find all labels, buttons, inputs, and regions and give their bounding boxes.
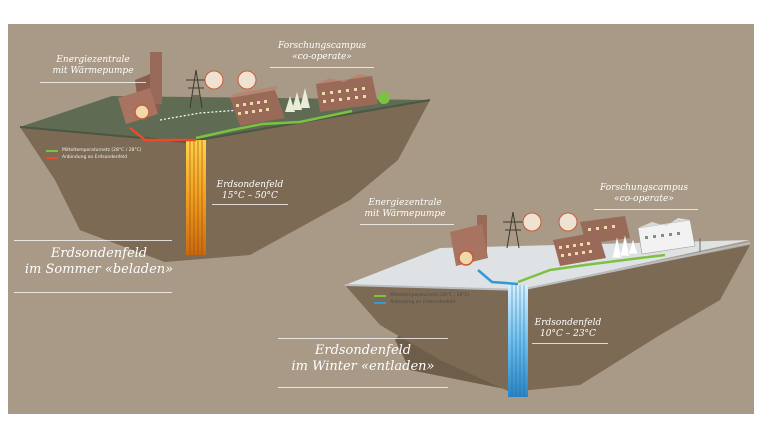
summer-lab-icon (237, 70, 257, 90)
winter-building-2-windows (645, 232, 680, 239)
winter-legend-item-probe: Anbindung an Erdsondenfeld (374, 299, 470, 306)
summer-pipe-network (195, 109, 353, 140)
winter-title-rule-bottom (278, 387, 448, 388)
summer-campus-line1: Forschungscampus (277, 41, 367, 51)
summer-probe-field (186, 140, 206, 255)
winter-power-pylon (503, 211, 523, 249)
summer-legend-item-probe: Anbindung an Erdsondenfeld (46, 154, 142, 161)
winter-legend-label-network: Mitteltemperaturnetz (28°C / 28°C) (390, 293, 470, 298)
winter-field-rule (532, 343, 608, 344)
winter-trees (611, 235, 701, 259)
winter-energy-icon (522, 212, 542, 232)
summer-energy-line2: mit Wärmepumpe (52, 66, 134, 77)
summer-energy-rule (40, 82, 146, 83)
summer-trees (285, 88, 390, 112)
winter-probe-lines (511, 285, 525, 397)
summer-field-name: Erdsondenfeld (216, 180, 284, 190)
winter-field-name: Erdsondenfeld (534, 318, 602, 328)
summer-energy-icon (204, 70, 224, 90)
summer-campus-line2: «co-operate» (292, 52, 352, 63)
winter-legend-swatch-network (374, 294, 386, 297)
winter-legend-label-probe: Anbindung an Erdsondenfeld (390, 300, 456, 306)
summer-pipe-probe (129, 127, 196, 142)
winter-campus-rule (594, 209, 698, 210)
winter-campus-building-2 (637, 218, 696, 255)
winter-windows (559, 225, 615, 257)
summer-field-rule (212, 204, 288, 205)
summer-legend-label-network: Mitteltemperaturnetz (28°C / 28°C) (62, 148, 142, 153)
summer-island (19, 52, 431, 262)
summer-soil (20, 100, 430, 262)
winter-campus-line2: «co-operate» (614, 194, 674, 205)
summer-title-line2: im Sommer «beladen» (24, 262, 174, 278)
summer-title-rule-top (14, 240, 172, 241)
summer-campus-rule (270, 67, 374, 68)
winter-legend-item-network: Mitteltemperaturnetz (28°C / 28°C) (374, 292, 470, 299)
winter-energy-central (450, 215, 488, 266)
winter-pipe-network (517, 253, 666, 284)
summer-legend: Mitteltemperaturnetz (28°C / 28°C) Anbin… (46, 147, 142, 161)
summer-legend-swatch-probe (46, 156, 58, 159)
summer-title: Erdsondenfeld im Sommer «beladen» (14, 246, 184, 279)
winter-energy-central-label: Energiezentrale mit Wärmepumpe (350, 198, 460, 221)
winter-title-line2: im Winter «entladen» (291, 359, 435, 375)
winter-legend: Mitteltemperaturnetz (28°C / 28°C) Anbin… (374, 292, 470, 306)
summer-campus-label: Forschungscampus «co-operate» (262, 41, 382, 64)
winter-title-rule-top (278, 338, 448, 339)
summer-title-line1: Erdsondenfeld (50, 246, 148, 261)
winter-title: Erdsondenfeld im Winter «entladen» (268, 343, 458, 376)
summer-campus-building-2 (316, 74, 378, 112)
winter-lab-icon (558, 212, 578, 232)
summer-pipe-dotted (159, 109, 241, 121)
winter-soil (345, 245, 750, 392)
summer-field-label: Erdsondenfeld 15°C – 50°C (208, 180, 292, 203)
summer-field-temp: 15°C – 50°C (222, 191, 278, 202)
summer-legend-label-probe: Anbindung an Erdsondenfeld (62, 155, 128, 161)
winter-campus-label: Forschungscampus «co-operate» (584, 183, 704, 206)
winter-legend-swatch-probe (374, 301, 386, 304)
summer-energy-central-label: Energiezentrale mit Wärmepumpe (38, 55, 148, 78)
winter-energy-line2: mit Wärmepumpe (364, 209, 446, 220)
winter-probe-field (508, 285, 528, 397)
winter-campus-building-1 (553, 216, 630, 266)
summer-energy-line1: Energiezentrale (56, 55, 130, 65)
summer-windows (236, 87, 366, 115)
winter-energy-rule (360, 224, 454, 225)
summer-legend-item-network: Mitteltemperaturnetz (28°C / 28°C) (46, 147, 142, 154)
summer-power-pylon (186, 69, 206, 109)
summer-title-rule-bottom (14, 292, 172, 293)
summer-probe-lines (189, 140, 203, 255)
winter-island (344, 211, 751, 397)
winter-title-line1: Erdsondenfeld (314, 343, 412, 358)
winter-pipe-probe (477, 269, 519, 286)
winter-energy-line1: Energiezentrale (368, 198, 442, 208)
winter-campus-line1: Forschungscampus (599, 183, 689, 193)
winter-field-label: Erdsondenfeld 10°C – 23°C (526, 318, 610, 341)
summer-energy-central (118, 52, 162, 124)
summer-campus-building-1 (230, 86, 285, 126)
summer-legend-swatch-network (46, 149, 58, 152)
winter-field-temp: 10°C – 23°C (540, 329, 596, 340)
